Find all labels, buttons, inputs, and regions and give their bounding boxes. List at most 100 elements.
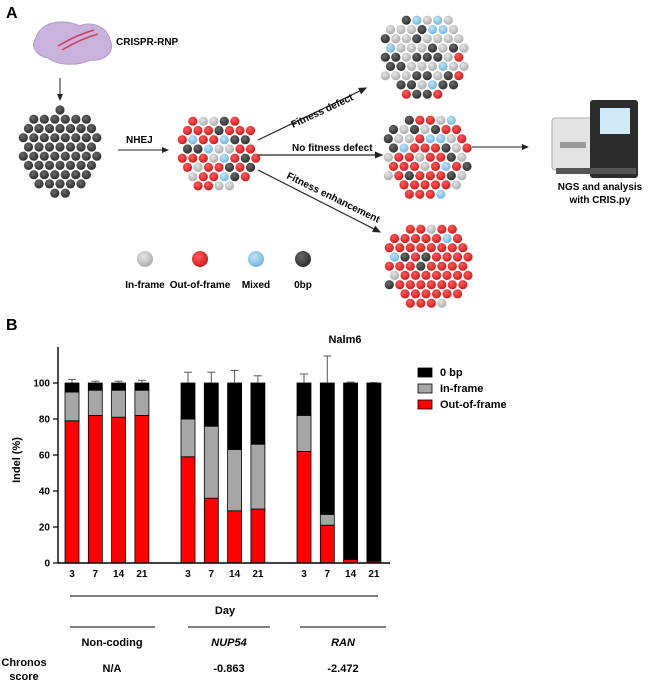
cell-10 xyxy=(438,24,448,35)
bar-0-bp-7 xyxy=(250,382,266,445)
cell-cluster-fitness-enhancement xyxy=(384,224,473,308)
cell-8 xyxy=(214,125,224,136)
cell-4 xyxy=(447,224,457,234)
cell-59 xyxy=(416,298,426,308)
cell-33 xyxy=(437,261,447,271)
cell-52 xyxy=(399,180,409,190)
cell-17 xyxy=(436,134,446,144)
cell-15 xyxy=(29,133,39,143)
cell-30 xyxy=(404,152,414,162)
cell-40 xyxy=(427,61,438,71)
arrow-fitness-enhancement xyxy=(257,169,382,233)
cell-59 xyxy=(415,189,425,199)
cell-19 xyxy=(457,134,467,144)
cell-46 xyxy=(240,172,250,182)
cell-31 xyxy=(39,151,49,161)
cell-44 xyxy=(380,71,390,81)
cell-20 xyxy=(81,133,91,143)
cell-11 xyxy=(65,123,76,134)
cell-26 xyxy=(451,143,462,153)
cell-13 xyxy=(86,123,97,134)
cell-14 xyxy=(198,135,208,145)
cell-55 xyxy=(50,188,60,198)
bar-0-bp-0 xyxy=(64,382,80,393)
cell-34 xyxy=(443,52,453,62)
cell-47 xyxy=(193,181,203,191)
cell-2 xyxy=(426,224,436,234)
cell-24 xyxy=(235,144,245,154)
ngs-label-line1: NGS and analysis xyxy=(558,182,643,193)
cell-48 xyxy=(425,171,435,181)
cell-21 xyxy=(396,43,406,53)
cell-42 xyxy=(76,160,86,170)
cell-22 xyxy=(214,144,224,154)
cell-6 xyxy=(81,114,91,124)
x-tick-label-0: 3 xyxy=(69,569,75,580)
bar-0-bp-6 xyxy=(227,382,243,450)
cell-50 xyxy=(447,280,457,290)
cell-17 xyxy=(230,135,240,145)
bar-0-bp-9 xyxy=(319,382,335,515)
cell-27 xyxy=(459,43,469,53)
cell-53 xyxy=(410,289,421,299)
cell-34 xyxy=(446,152,456,162)
cell-15 xyxy=(412,34,422,44)
cell-57 xyxy=(451,180,462,190)
x-tick-label-1: 7 xyxy=(93,569,99,580)
cell-51 xyxy=(457,171,467,181)
cell-10 xyxy=(441,124,451,135)
cell-5 xyxy=(71,114,81,124)
ngs-label-line2: with CRIS.py xyxy=(568,195,631,206)
cell-51 xyxy=(44,179,55,189)
cell-24 xyxy=(427,43,438,53)
cell-45 xyxy=(230,172,240,182)
x-tick-label-6: 14 xyxy=(229,569,241,580)
cell-32 xyxy=(425,152,435,162)
cell-28 xyxy=(383,152,393,162)
cell-25 xyxy=(245,144,256,154)
nhej-label: NHEJ xyxy=(126,135,153,146)
cell-23 xyxy=(34,142,44,152)
cell-16 xyxy=(426,243,436,253)
cell-0 xyxy=(401,15,411,25)
cell-34 xyxy=(182,162,193,172)
cell-44 xyxy=(384,280,394,290)
legend-swatch-in-frame xyxy=(417,383,433,394)
cell-46 xyxy=(401,71,411,81)
cell-6 xyxy=(400,233,410,244)
cell-17 xyxy=(433,34,443,44)
cell-49 xyxy=(437,280,447,290)
cell-53 xyxy=(406,80,417,90)
cell-11 xyxy=(245,125,256,136)
cell-43 xyxy=(463,270,473,280)
legend-swatch-in-frame xyxy=(137,251,153,267)
cell-58 xyxy=(405,298,415,308)
cell-38 xyxy=(409,161,420,171)
bar-0-bp-5 xyxy=(203,382,219,427)
cell-61 xyxy=(436,189,446,199)
bar-out-of-frame-5 xyxy=(203,497,219,564)
cell-30 xyxy=(219,153,229,163)
cell-57 xyxy=(448,80,459,90)
cell-1 xyxy=(198,116,208,126)
cell-29 xyxy=(394,152,404,162)
y-tick-label-0: 0 xyxy=(44,559,50,570)
cell-1 xyxy=(415,115,425,125)
cell-49 xyxy=(433,71,443,81)
legend-label-mixed: Mixed xyxy=(242,280,270,291)
cell-56 xyxy=(60,188,70,198)
cell-8 xyxy=(417,24,427,35)
cell-43 xyxy=(462,161,472,171)
cell-3 xyxy=(50,114,60,124)
cell-12 xyxy=(380,34,390,44)
sequencer-icon xyxy=(551,100,638,178)
bar-0-bp-3 xyxy=(134,382,150,391)
cell-29 xyxy=(18,151,28,161)
bar-0-bp-1 xyxy=(87,382,103,391)
legend-label-out-of-frame: Out-of-frame xyxy=(170,280,231,291)
cell-60 xyxy=(422,89,432,99)
cell-30 xyxy=(29,151,39,161)
cell-6 xyxy=(193,125,203,136)
cell-39 xyxy=(44,160,55,170)
